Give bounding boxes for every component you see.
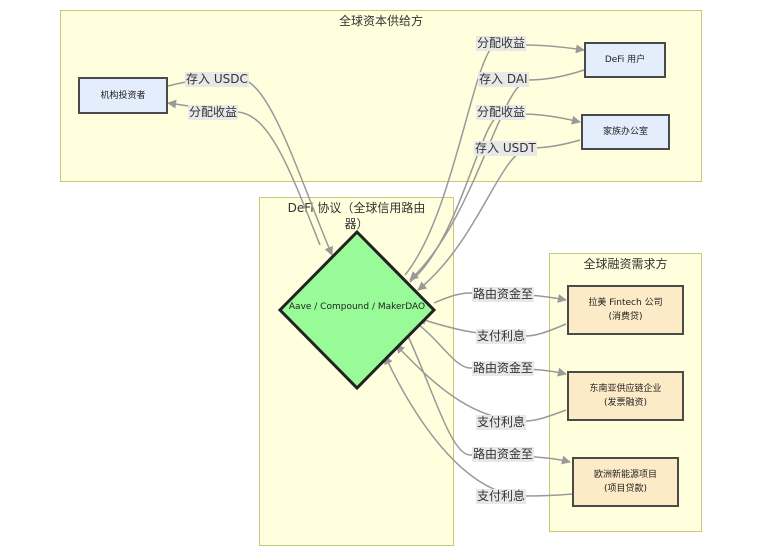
node-latam-fintech-line1: 拉美 Fintech 公司 xyxy=(588,298,663,308)
edge-label-inst-yield: 分配收益 xyxy=(188,105,239,120)
edge-eu-route xyxy=(404,329,571,465)
edge-defi-yield xyxy=(404,44,585,276)
node-sea-supply-chain[interactable]: 东南亚供应链企业 (发票融资) xyxy=(567,371,684,421)
node-eu-renewable-line1: 欧洲新能源项目 xyxy=(593,470,657,480)
cluster-title-protocol-line1: DeFi 协议（全球信用路由 xyxy=(287,201,426,215)
edge-defi-deposit xyxy=(409,69,585,281)
node-latam-fintech-line2: (消费贷) xyxy=(608,312,643,322)
edge-label-sea-route: 路由资金至 xyxy=(472,361,535,376)
edge-label-defi-deposit: 存入 DAI xyxy=(478,72,529,87)
edge-family-deposit xyxy=(417,139,581,291)
node-institutional-investor[interactable]: 机构投资者 xyxy=(78,77,168,114)
edge-label-family-yield: 分配收益 xyxy=(476,105,527,120)
edge-sea-interest xyxy=(395,344,567,422)
edge-sea-route xyxy=(414,321,567,377)
edge-label-eu-route: 路由资金至 xyxy=(472,447,535,462)
edge-label-family-deposit: 存入 USDT xyxy=(474,141,537,156)
node-protocol-label[interactable]: Aave / Compound / MakerDAO xyxy=(288,302,426,312)
cluster-title-protocol-line2: 器） xyxy=(344,217,369,231)
node-family-office-label: 家族办公室 xyxy=(602,127,648,137)
edge-family-yield xyxy=(409,113,581,283)
edge-inst-yield xyxy=(167,99,321,246)
cluster-defi-protocol: DeFi 协议（全球信用路由 器） xyxy=(259,197,454,546)
node-family-office[interactable]: 家族办公室 xyxy=(581,114,670,150)
node-sea-supply-chain-line2: (发票融资) xyxy=(603,398,648,408)
node-eu-renewable-line2: (项目贷款) xyxy=(603,484,648,494)
cluster-title-demand: 全球融资需求方 xyxy=(583,257,668,271)
node-defi-user[interactable]: DeFi 用户 xyxy=(584,42,666,78)
edge-label-sea-interest: 支付利息 xyxy=(476,415,527,430)
node-defi-user-label: DeFi 用户 xyxy=(604,55,646,65)
node-latam-fintech[interactable]: 拉美 Fintech 公司 (消费贷) xyxy=(567,285,684,335)
protocol-diamond xyxy=(277,229,437,391)
cluster-title-protocol: DeFi 协议（全球信用路由 器） xyxy=(260,200,453,232)
cluster-title-supply: 全球资本供给方 xyxy=(338,14,423,28)
edge-label-latam-route: 路由资金至 xyxy=(472,287,535,302)
edge-label-latam-interest: 支付利息 xyxy=(476,329,527,344)
node-eu-renewable[interactable]: 欧洲新能源项目 (项目贷款) xyxy=(572,457,679,507)
node-institutional-investor-label: 机构投资者 xyxy=(100,90,146,101)
edge-label-defi-yield: 分配收益 xyxy=(476,36,527,51)
edge-label-eu-interest: 支付利息 xyxy=(476,489,527,504)
node-sea-supply-chain-line1: 东南亚供应链企业 xyxy=(589,384,662,394)
edge-latam-route xyxy=(433,292,567,304)
edge-label-inst-deposit: 存入 USDC xyxy=(185,72,249,87)
